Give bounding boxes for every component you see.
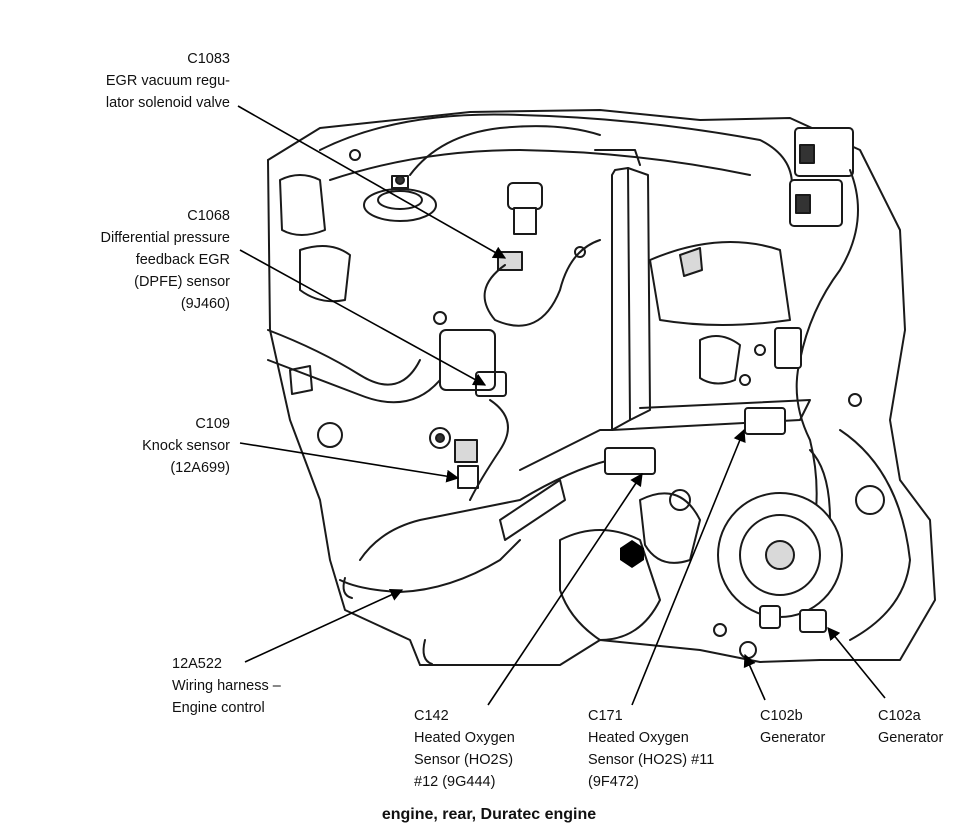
label-c171-line: Sensor (HO2S) #11	[588, 752, 715, 768]
label-c1068: C1068 Differential pressure feedback EGR…	[20, 205, 231, 315]
label-c142-line: C142	[414, 708, 449, 724]
label-c142: C142 Heated Oxygen Sensor (HO2S) #12 (9G…	[414, 705, 515, 793]
label-c142-line: Heated Oxygen	[414, 730, 515, 746]
label-c102a-line: C102a	[878, 708, 921, 724]
leader-c1083	[237, 105, 507, 259]
label-c171-line: (9F472)	[588, 774, 639, 790]
label-harness: 12A522 Wiring harness – Engine control	[172, 653, 281, 719]
leader-c109	[239, 442, 460, 483]
label-c1068-line: Differential pressure	[100, 230, 231, 246]
label-c102b: C102b Generator	[760, 705, 825, 749]
label-c1068-line: (9J460)	[180, 296, 230, 312]
label-c109: C109 Knock sensor (12A699)	[40, 413, 230, 479]
label-harness-line: Wiring harness –	[172, 678, 281, 694]
figure-caption: engine, rear, Duratec engine	[381, 806, 597, 823]
label-c1083-line: lator solenoid valve	[105, 95, 230, 111]
label-c171-line: C171	[588, 708, 623, 724]
label-c1068-line: (DPFE) sensor	[134, 274, 230, 290]
label-c109-line: (12A699)	[170, 460, 230, 476]
label-c171-line: Heated Oxygen	[588, 730, 689, 746]
leader-c142	[487, 472, 643, 706]
leader-harness	[244, 588, 404, 663]
label-c102a-line: Generator	[878, 730, 944, 746]
label-c142-line: Sensor (HO2S)	[414, 752, 514, 768]
leader-c102b	[743, 653, 766, 701]
leader-c102a	[827, 627, 886, 699]
label-c102a: C102a Generator	[878, 705, 943, 749]
label-c142-line: #12 (9G444)	[414, 774, 496, 790]
leader-c171	[631, 428, 746, 706]
label-c1083: C1083 EGR vacuum regu- lator solenoid va…	[30, 48, 230, 114]
label-c1083-line: C1083	[187, 51, 230, 67]
label-c109-line: C109	[195, 416, 230, 432]
label-c109-line: Knock sensor	[142, 438, 230, 454]
label-harness-line: Engine control	[172, 700, 265, 716]
label-c102b-line: C102b	[760, 708, 803, 724]
label-c1083-line: EGR vacuum regu-	[105, 73, 230, 89]
label-harness-line: 12A522	[172, 656, 222, 672]
label-c1068-line: C1068	[187, 208, 230, 224]
label-c171: C171 Heated Oxygen Sensor (HO2S) #11 (9F…	[588, 705, 714, 793]
label-c102b-line: Generator	[760, 730, 826, 746]
label-c1068-line: feedback EGR	[135, 252, 230, 268]
leader-c1068	[239, 249, 487, 386]
